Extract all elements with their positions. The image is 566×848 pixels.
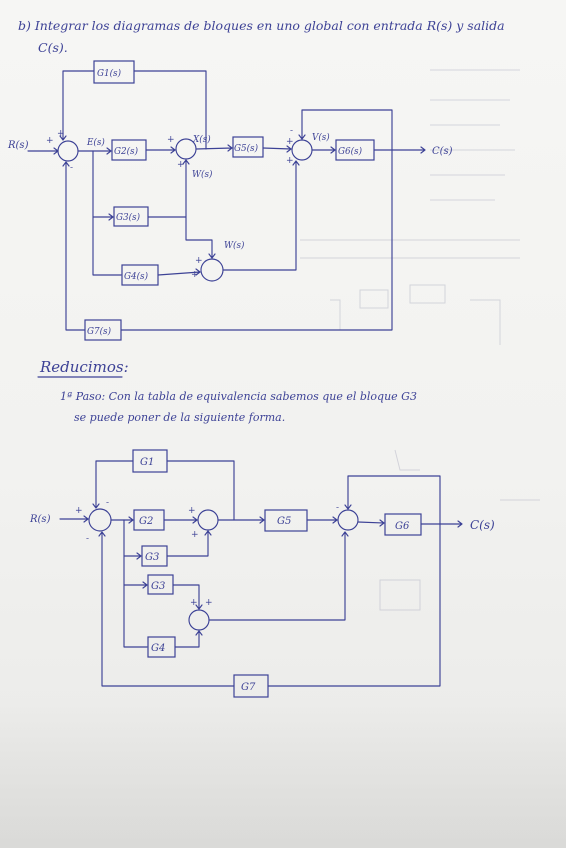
svg-text:+: + [57,129,65,139]
svg-text:+: + [190,598,198,608]
output-label-1: C(s) [432,146,453,157]
svg-text:-: - [336,503,339,513]
exercise-title-line1: b) Integrar los diagramas de bloques en … [18,18,505,33]
signal-x-label: X(s) [192,134,211,145]
block-g1-label: G1(s) [97,68,122,79]
block2-g5-label: G5 [277,516,291,527]
svg-text:+: + [188,506,196,516]
svg-text:+: + [286,156,294,166]
block2-g3-b-label: G3 [151,581,165,592]
svg-text:+: + [195,256,203,266]
svg-text:+: + [167,135,175,145]
svg-text:-: - [290,126,293,136]
input-arrow-2 [59,515,89,523]
block2-g6-label: G6 [395,521,410,532]
summing-junction-2-2 [197,509,219,531]
summing-junction-1 [57,140,79,162]
block2-g1-label: G1 [140,457,154,468]
summing-junction-4 [200,258,224,282]
block2-g4-label: G4 [151,643,165,654]
block-g2-label: G2(s) [114,146,139,157]
signal-w-upper-label: W(s) [192,169,213,180]
output-arrow-2 [420,520,463,528]
svg-text:-: - [70,163,73,173]
signal-w-lower-label: W(s) [224,240,245,251]
block-g5-label: G5(s) [234,143,259,154]
signal-v-label: V(s) [312,132,330,143]
block2-g3-a-label: G3 [145,552,159,563]
input-arrow-1 [27,147,59,155]
block-g4-label: G4(s) [124,271,149,282]
block2-g2-label: G2 [139,516,153,527]
block-diagram-original: G1(s) G2(s) G3(s) G4(s) G5(s) G6(s) G7(s… [7,60,453,341]
output-arrow-1 [373,146,426,154]
svg-text:+: + [177,160,185,170]
svg-text:+: + [191,270,199,280]
section-heading: Reducimos: [39,358,129,376]
summing-junction-3 [291,139,313,161]
output-label-2: C(s) [470,518,495,532]
svg-text:+: + [75,506,83,516]
summing-junction-2-4 [188,609,210,631]
input-label-2: R(s) [29,514,51,525]
summing-junction-2-1 [88,508,112,532]
step-line2: se puede poner de la siguiente forma. [74,411,285,424]
svg-text:+: + [46,136,54,146]
block-g7-label: G7(s) [87,326,112,337]
svg-text:+: + [205,598,213,608]
show-through-marks [300,69,540,611]
block-g5 [232,136,264,158]
signal-e-label: E(s) [86,137,105,148]
summing-junction-2-3 [337,509,359,531]
page-shadow [0,700,566,848]
block-diagram-equivalent: G1 G2 G3 G3 G4 G5 G6 G7 [29,449,495,698]
exercise-title-line2: C(s). [38,40,68,55]
input-label-1: R(s) [7,140,29,151]
svg-text:-: - [86,534,89,544]
svg-text:+: + [191,530,199,540]
svg-text:+: + [286,137,294,147]
svg-text:-: - [106,498,109,508]
block-g3-label: G3(s) [116,212,141,223]
block-g1 [93,60,135,84]
block-g6-label: G6(s) [338,146,363,157]
block2-g7-label: G7 [241,682,256,693]
step-line1: 1ª Paso: Con la tabla de equivalencia sa… [60,390,417,403]
